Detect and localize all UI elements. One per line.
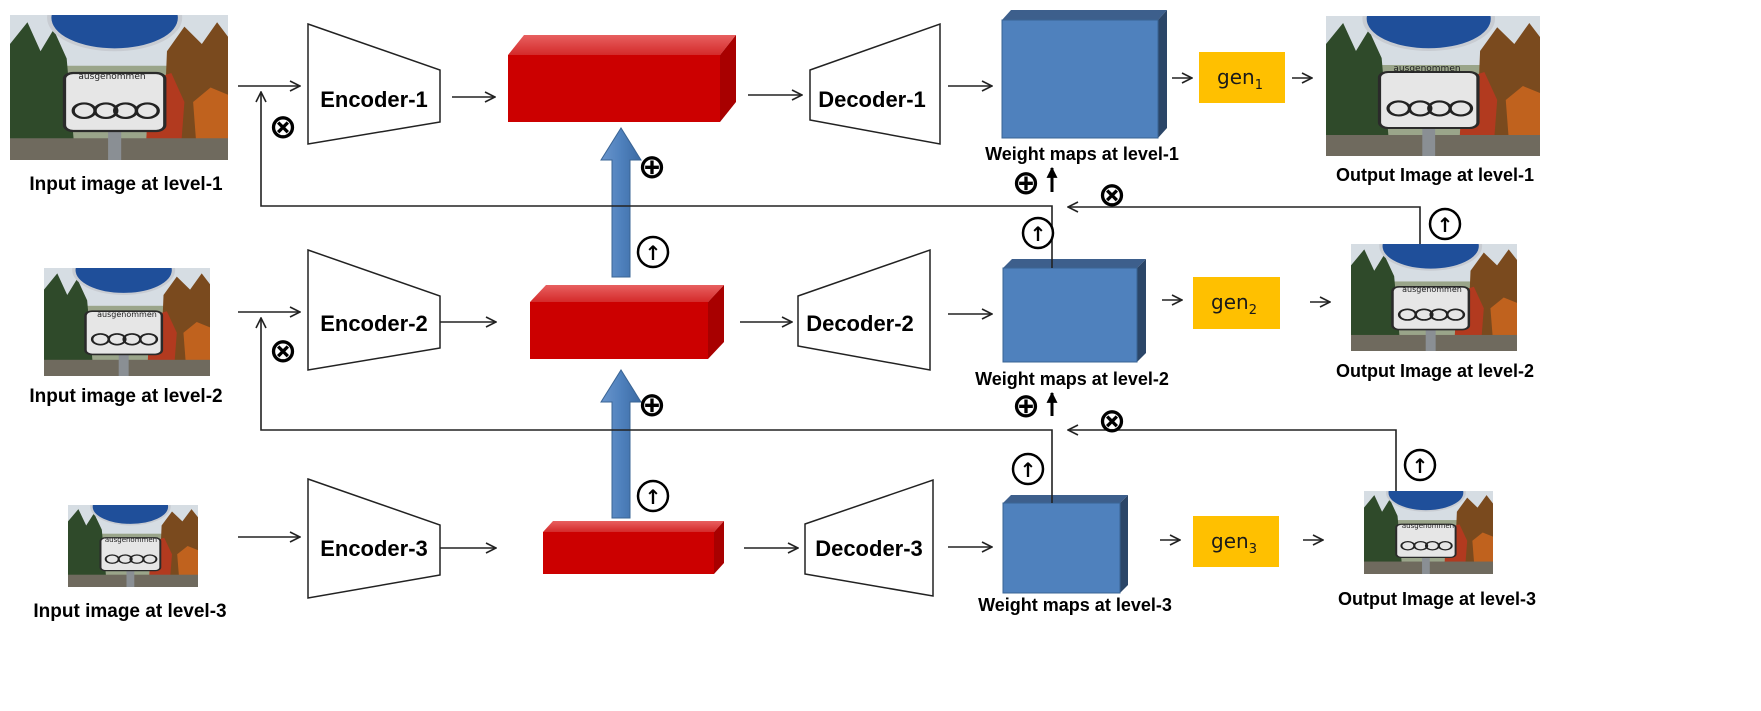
output-label-level-2: Output Image at level-2 [1336, 361, 1534, 381]
output-image-level-2: ausgenommen [1351, 244, 1517, 351]
upsample-operator-weight-2to1: ↑ [1021, 216, 1055, 250]
feature-block-level-2 [530, 285, 724, 359]
input-label-level-3: Input image at level-3 [33, 601, 226, 622]
decoder-1-label: Decoder-1 [818, 87, 926, 112]
input-image-level-1: ausgenommen [10, 0, 228, 160]
output-label-level-1: Output Image at level-1 [1336, 165, 1534, 185]
svg-text:↑: ↑ [1030, 222, 1047, 246]
add-operator-feature-2: ⊕ [638, 385, 667, 425]
sign-text: ausgenommen [78, 72, 145, 82]
sign-text: ausgenommen [1402, 522, 1454, 530]
encoder-1-shape [307, 22, 441, 145]
gen-1-box [1199, 52, 1285, 103]
upsample-operator-feature-2to1: ↑ [636, 235, 670, 269]
multiply-operator-input-2: ⊗ [269, 331, 298, 371]
sign-text: ausgenommen [1393, 64, 1460, 74]
encoder-3-label: Encoder-3 [320, 536, 428, 561]
decoder-2-label: Decoder-2 [806, 311, 914, 336]
encoder-2-shape [307, 248, 441, 371]
sign-text: ausgenommen [105, 536, 157, 544]
level-2-row: ausgenommen Input image at level-2 Encod… [29, 244, 1534, 407]
svg-text:↑: ↑ [645, 241, 662, 265]
output-feedback-level-3-to-2 [1068, 430, 1397, 491]
gen-2-box [1193, 277, 1280, 329]
gen-1-label: gen1 [1217, 65, 1263, 93]
output-image-level-1: ausgenommen [1326, 0, 1540, 156]
output-image-level-3: ausgenommen [1364, 491, 1493, 574]
svg-text:↑: ↑ [645, 485, 662, 509]
feedback-line-level-3-to-2 [261, 318, 1053, 503]
gen-3-box [1193, 516, 1279, 567]
feature-upsample-arrow-2-to-1 [600, 127, 642, 278]
svg-text:↑: ↑ [1412, 454, 1429, 478]
sign-text: ausgenommen [97, 310, 157, 319]
feature-block-level-3 [543, 521, 724, 574]
weight-maps-label-level-3: Weight maps at level-3 [978, 595, 1172, 615]
output-feedback-level-2-to-1 [1068, 207, 1421, 244]
upsample-operator-output-3to2: ↑ [1403, 448, 1437, 482]
weight-maps-label-level-2: Weight maps at level-2 [975, 369, 1169, 389]
gen-3-label: gen3 [1211, 529, 1257, 557]
upsample-operator-feature-3to2: ↑ [636, 479, 670, 513]
input-label-level-2: Input image at level-2 [29, 386, 222, 407]
encoder-1-label: Encoder-1 [320, 87, 428, 112]
level-1-row: ausgenommen Input image at level-1 Encod… [10, 0, 1540, 195]
encoder-2-label: Encoder-2 [320, 311, 428, 336]
multiply-operator-input-1: ⊗ [269, 107, 298, 147]
weight-map-block-level-3 [1002, 495, 1128, 594]
output-label-level-3: Output Image at level-3 [1338, 589, 1536, 609]
decoder-3-shape [804, 478, 934, 597]
decoder-1-shape [809, 22, 941, 145]
multiply-operator-output-1: ⊗ [1098, 175, 1127, 215]
gen-2-label: gen2 [1211, 290, 1257, 318]
svg-text:↑: ↑ [1437, 213, 1454, 237]
encoder-3-shape [307, 477, 441, 599]
sign-text: ausgenommen [1402, 285, 1462, 294]
input-image-level-3: ausgenommen [68, 505, 198, 587]
feature-block-level-1 [508, 35, 736, 122]
add-operator-weight-2: ⊕ [1012, 386, 1041, 426]
input-image-level-2: ausgenommen [44, 268, 210, 376]
svg-text:↑: ↑ [1020, 458, 1037, 482]
weight-maps-label-level-1: Weight maps at level-1 [985, 144, 1179, 164]
weight-map-block-level-2 [1002, 259, 1146, 363]
input-label-level-1: Input image at level-1 [29, 174, 223, 195]
multiply-operator-output-2: ⊗ [1098, 401, 1127, 441]
decoder-2-shape [797, 248, 931, 371]
upsample-operator-output-2to1: ↑ [1428, 207, 1462, 241]
add-operator-weight-1: ⊕ [1012, 163, 1041, 203]
add-operator-feature-1: ⊕ [638, 147, 667, 187]
level-3-row: ausgenommen Input image at level-3 Encod… [33, 477, 1536, 622]
weight-map-block-level-1 [1001, 10, 1167, 139]
decoder-3-label: Decoder-3 [815, 536, 923, 561]
feature-upsample-arrow-3-to-2 [600, 369, 642, 519]
upsample-operator-weight-3to2: ↑ [1011, 452, 1045, 486]
